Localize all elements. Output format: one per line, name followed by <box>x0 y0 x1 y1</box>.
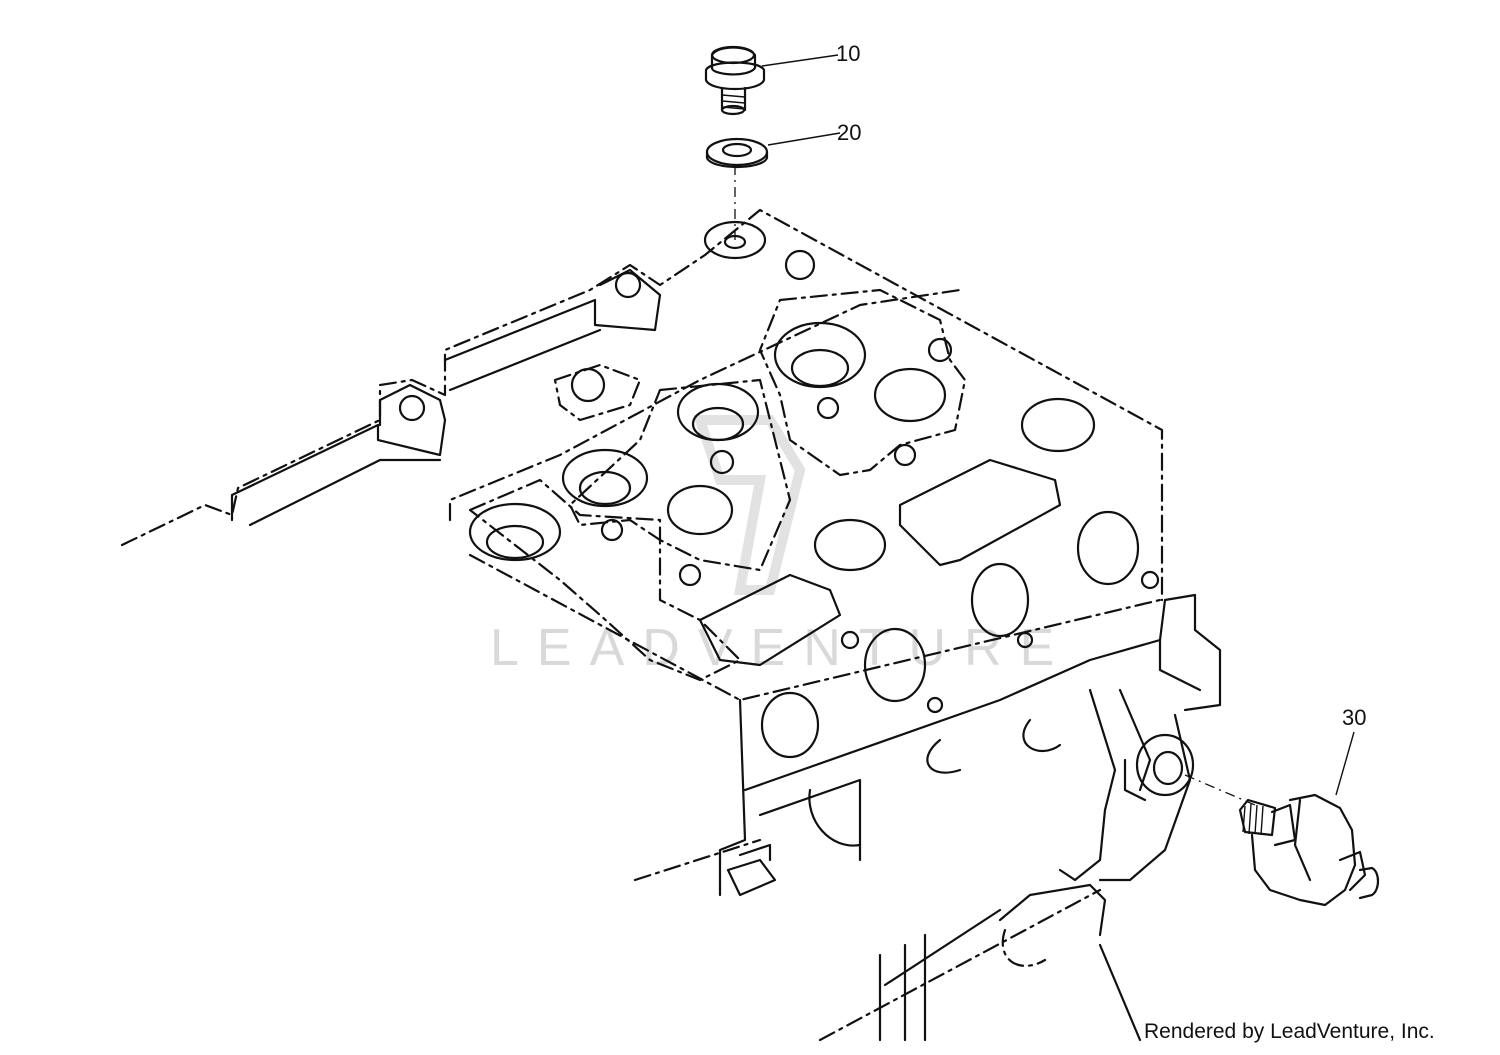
oil-pressure-switch-part[interactable] <box>1238 793 1380 907</box>
callout-20-leader <box>767 132 841 146</box>
callout-20[interactable]: 20 <box>837 120 861 145</box>
switch-axis-line <box>1184 774 1256 806</box>
watermark-text: LEADVENTURE <box>490 619 1072 677</box>
cylinder-head <box>120 208 1222 1042</box>
valve-ports <box>468 321 867 562</box>
callout-10-leader <box>761 54 839 67</box>
plug-part[interactable] <box>704 45 766 116</box>
watermark: LEADVENTURE <box>490 415 1072 677</box>
switch-boss <box>1123 733 1195 802</box>
callout-30-leader <box>1335 731 1355 796</box>
deck-holes <box>570 337 1160 590</box>
watermark-logo <box>693 415 806 595</box>
render-credit: Rendered by LeadVenture, Inc. <box>1144 1020 1435 1043</box>
callout-30[interactable]: 30 <box>1342 705 1366 730</box>
side-ports <box>698 458 1140 759</box>
washer-part[interactable] <box>705 137 769 168</box>
callout-10[interactable]: 10 <box>836 41 860 66</box>
